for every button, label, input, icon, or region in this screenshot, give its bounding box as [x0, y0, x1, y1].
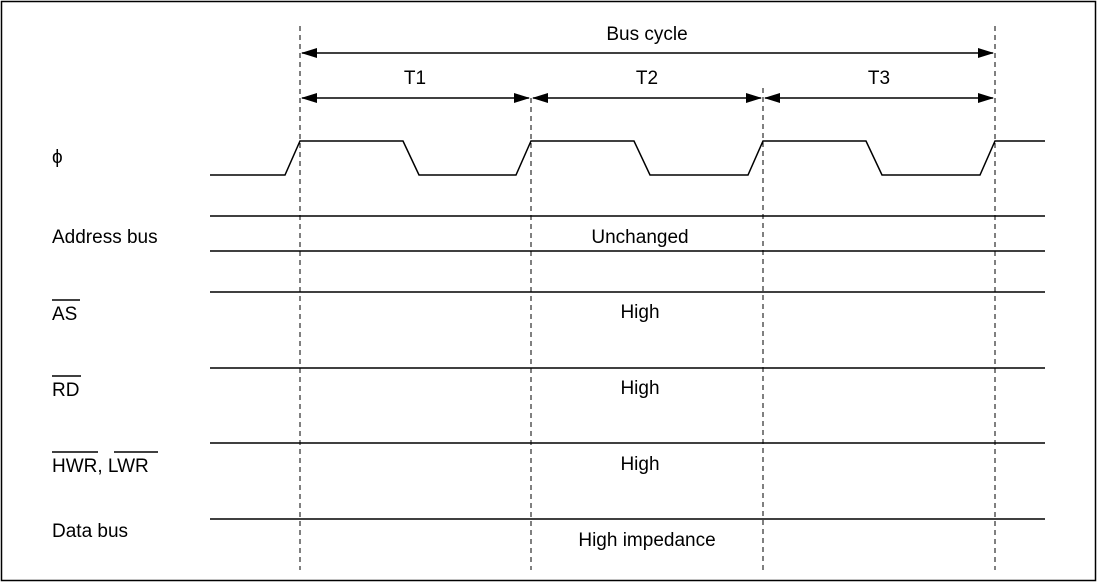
bus-cycle-arrowhead-left	[301, 48, 317, 58]
state-span-t3: T3	[764, 68, 994, 103]
signal-row-as: AS High	[52, 291, 1045, 325]
state-label-t1: T1	[404, 68, 426, 89]
signal-label-hwr-lwr: HWR, LWR	[52, 456, 149, 477]
state-span-t2: T2	[532, 68, 762, 103]
signal-row-data-bus: Data bus High impedance	[52, 518, 1045, 551]
signal-row-address-bus: Address bus Unchanged	[52, 215, 1045, 252]
bus-cycle-span: Bus cycle	[301, 24, 994, 58]
bus-cycle-arrowhead-right	[978, 48, 994, 58]
state-boundaries	[299, 26, 996, 570]
address-bus-value: Unchanged	[591, 227, 688, 248]
signal-label-as: AS	[52, 304, 77, 325]
hwr-lwr-value: High	[620, 454, 659, 475]
signal-label-phi: ϕ	[52, 147, 63, 168]
signal-label-rd: RD	[52, 380, 79, 401]
state-span-t1: T1	[301, 68, 530, 103]
signal-row-hwr-lwr: HWR, LWR High	[52, 442, 1045, 477]
signal-label-address-bus: Address bus	[52, 227, 158, 248]
signal-row-phi: ϕ	[52, 140, 1045, 176]
state-label-t3: T3	[868, 68, 890, 89]
as-value: High	[620, 302, 659, 323]
signal-row-rd: RD High	[52, 367, 1045, 401]
data-bus-value: High impedance	[578, 530, 715, 551]
rd-value: High	[620, 378, 659, 399]
phi-clock-waveform	[210, 140, 1045, 176]
state-spans: T1 T2 T3	[301, 68, 994, 103]
state-label-t2: T2	[636, 68, 658, 89]
bus-cycle-label: Bus cycle	[606, 24, 687, 45]
signal-label-data-bus: Data bus	[52, 521, 128, 542]
